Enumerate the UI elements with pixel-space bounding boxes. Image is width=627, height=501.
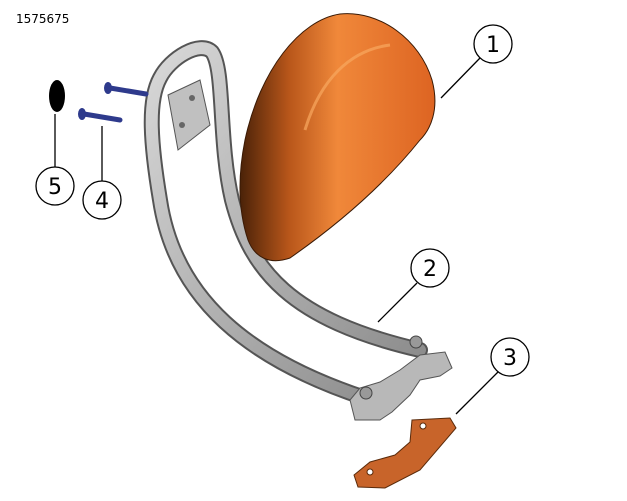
reference-id: 1575675 — [16, 12, 70, 26]
screw-upper — [104, 82, 149, 97]
leader-lines — [54, 57, 499, 415]
svg-text:5: 5 — [48, 175, 62, 200]
callout-3: 3 — [490, 337, 530, 377]
plug-cap — [49, 80, 65, 112]
svg-text:2: 2 — [423, 257, 437, 282]
mounting-plate — [353, 417, 457, 489]
backrest-pad — [239, 13, 436, 262]
callout-1: 1 — [473, 24, 513, 64]
svg-text:4: 4 — [95, 189, 109, 214]
svg-text:1: 1 — [486, 33, 500, 58]
sissy-bar-frame — [143, 40, 453, 421]
callout-5: 5 — [35, 166, 75, 206]
svg-text:3: 3 — [503, 346, 517, 371]
callout-2: 2 — [410, 248, 450, 288]
screw-lower — [78, 108, 123, 123]
callout-4: 4 — [82, 180, 122, 220]
